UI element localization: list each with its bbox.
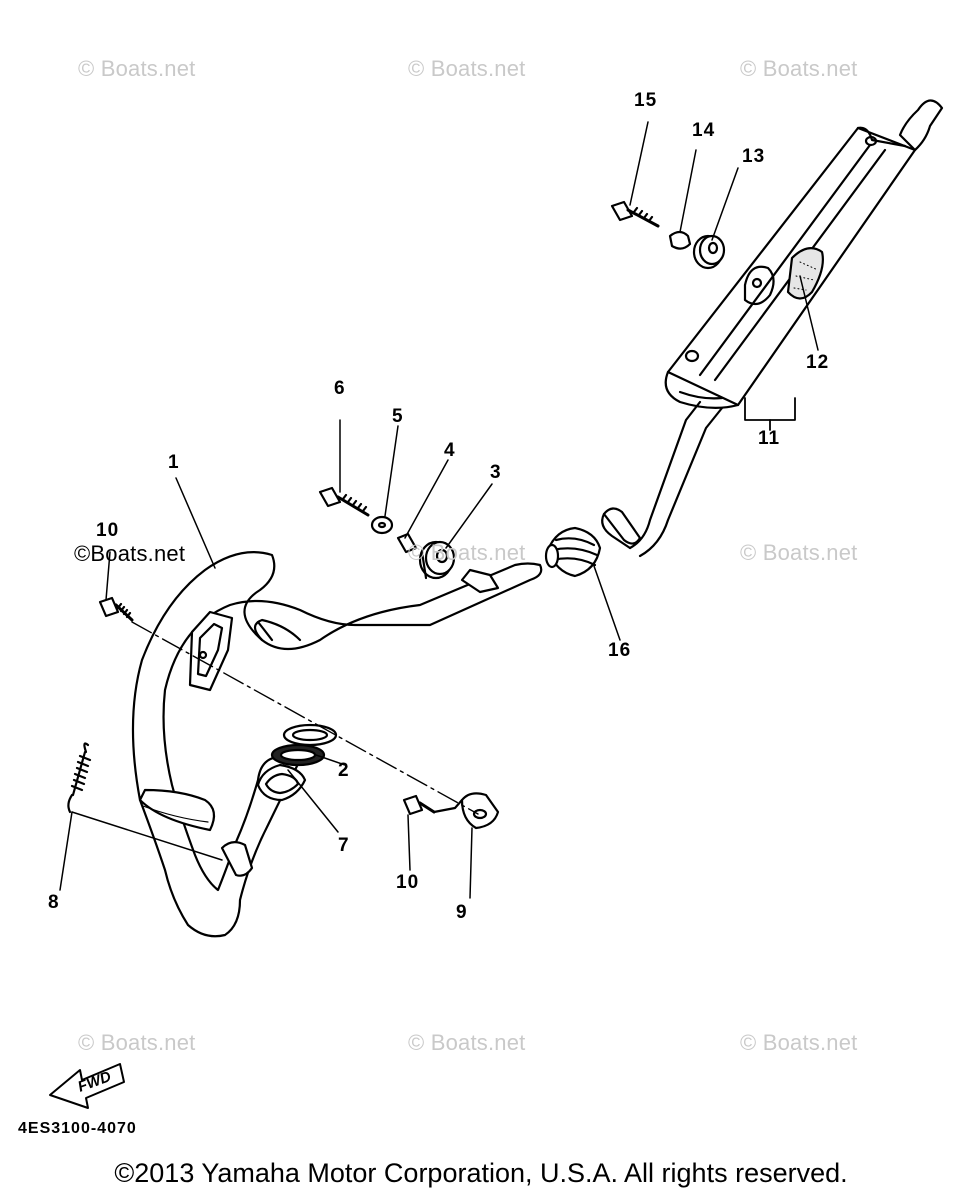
callout-3: 3 [490, 462, 502, 483]
bolt-15 [610, 200, 660, 228]
bolt-6 [318, 486, 370, 517]
diagram-code: 4ES3100-4070 [18, 1120, 137, 1137]
fwd-arrow-icon: FWD [49, 1063, 125, 1109]
callout-9: 9 [456, 902, 468, 923]
exhaust-pipe [131, 551, 543, 938]
callout-10-upper: 10 [96, 520, 120, 541]
spring-8 [67, 742, 92, 814]
watermark: © Boats.net [740, 1030, 858, 1055]
damper-3 [418, 540, 456, 580]
bolt-10-lower [402, 794, 436, 816]
callout-7: 7 [338, 835, 350, 856]
callout-13: 13 [742, 146, 766, 167]
leader-lines [59, 121, 819, 899]
callout-2: 2 [338, 760, 350, 781]
bolt-10-upper [98, 596, 134, 622]
damper-13 [692, 234, 726, 270]
watermark: © Boats.net [408, 1030, 526, 1055]
watermark: ©Boats.net [74, 541, 186, 566]
muffler-assembly [601, 99, 944, 558]
alignment-line [131, 621, 479, 815]
collar-14 [668, 230, 692, 250]
callout-4: 4 [444, 440, 456, 461]
callout-5: 5 [392, 406, 404, 427]
copyright-notice: ©2013 Yamaha Motor Corporation, U.S.A. A… [114, 1158, 848, 1188]
callout-16: 16 [608, 640, 632, 661]
muffler-label-sticker [786, 247, 824, 300]
callout-8: 8 [48, 892, 60, 913]
collar-4 [396, 532, 418, 554]
watermark: © Boats.net [78, 1030, 196, 1055]
callout-14: 14 [692, 120, 716, 141]
callout-12: 12 [806, 352, 830, 373]
watermark: © Boats.net [78, 56, 196, 81]
callout-6: 6 [334, 378, 346, 399]
gasket-2 [282, 723, 338, 747]
watermark: © Boats.net [408, 540, 526, 565]
rubber-joint [544, 526, 602, 578]
callout-10-lower: 10 [396, 872, 420, 893]
callout-15: 15 [634, 90, 658, 111]
watermark: © Boats.net [740, 56, 858, 81]
callout-11: 11 [758, 428, 781, 449]
watermark: © Boats.net [408, 56, 526, 81]
bracket-9 [432, 792, 500, 830]
washer-5 [370, 515, 394, 535]
callout-1: 1 [168, 452, 180, 473]
watermark: © Boats.net [740, 540, 858, 565]
